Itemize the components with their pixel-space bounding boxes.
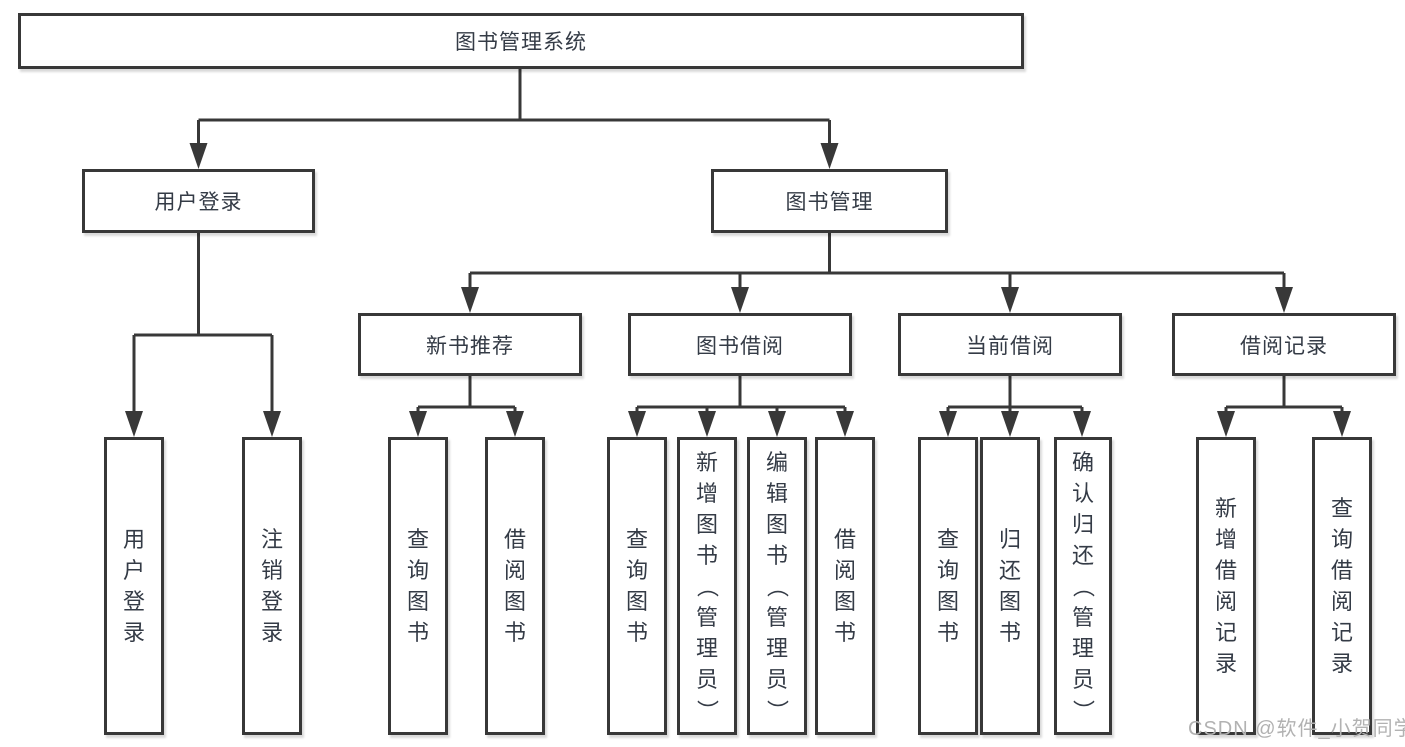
leaf-query-book-borrow: 查询图书: [607, 437, 667, 735]
leaf-borrow-book-borrow-label: 借阅图书: [833, 527, 856, 645]
leaf-query-book-current-label: 查询图书: [936, 527, 959, 645]
leaf-add-book-admin: 新增图书（管理员）: [677, 437, 737, 735]
leaf-query-book-borrow-label: 查询图书: [625, 527, 648, 645]
leaf-query-borrow-record-label: 查询借阅记录: [1330, 496, 1353, 676]
leaf-query-book-current: 查询图书: [918, 437, 978, 735]
node-borrow-records-label: 借阅记录: [1240, 334, 1328, 358]
node-root-label: 图书管理系统: [455, 31, 587, 54]
leaf-borrow-book-borrow: 借阅图书: [815, 437, 875, 735]
node-borrow-records: 借阅记录: [1172, 313, 1396, 376]
leaf-borrow-book-recommend: 借阅图书: [485, 437, 545, 735]
leaf-add-borrow-record: 新增借阅记录: [1196, 437, 1256, 735]
leaf-return-book-label: 归还图书: [998, 527, 1021, 645]
node-current-borrow: 当前借阅: [898, 313, 1122, 376]
leaf-query-borrow-record: 查询借阅记录: [1312, 437, 1372, 735]
leaf-edit-book-admin: 编辑图书（管理员）: [747, 437, 807, 735]
leaf-add-borrow-record-label: 新增借阅记录: [1214, 496, 1237, 676]
leaf-borrow-book-recommend-label: 借阅图书: [503, 527, 526, 645]
node-book-borrow-label: 图书借阅: [696, 334, 784, 358]
node-user-login-label: 用户登录: [154, 191, 243, 214]
node-user-login: 用户登录: [82, 169, 315, 233]
node-book-management: 图书管理: [711, 169, 948, 233]
leaf-user-login: 用户登录: [104, 437, 164, 735]
leaf-confirm-return-admin: 确认归还（管理员）: [1054, 437, 1112, 735]
node-new-book-recommend-label: 新书推荐: [426, 334, 514, 358]
csdn-watermark: CSDN @软件_小贺同学: [1188, 718, 1405, 740]
leaf-query-book-recommend: 查询图书: [388, 437, 448, 735]
leaf-logout-label: 注销登录: [260, 527, 283, 645]
leaf-query-book-recommend-label: 查询图书: [406, 527, 429, 645]
node-current-borrow-label: 当前借阅: [966, 334, 1054, 358]
leaf-return-book: 归还图书: [980, 437, 1040, 735]
leaf-user-login-label: 用户登录: [122, 527, 145, 645]
node-book-management-label: 图书管理: [785, 191, 874, 214]
leaf-edit-book-admin-label: 编辑图书（管理员）: [764, 449, 790, 722]
leaf-add-book-admin-label: 新增图书（管理员）: [694, 449, 720, 722]
node-root-system: 图书管理系统: [18, 13, 1024, 69]
arrowheads: [125, 143, 1351, 437]
node-book-borrow: 图书借阅: [628, 313, 852, 376]
leaf-confirm-return-admin-label: 确认归还（管理员）: [1070, 449, 1096, 722]
node-new-book-recommend: 新书推荐: [358, 313, 582, 376]
leaf-logout: 注销登录: [242, 437, 302, 735]
